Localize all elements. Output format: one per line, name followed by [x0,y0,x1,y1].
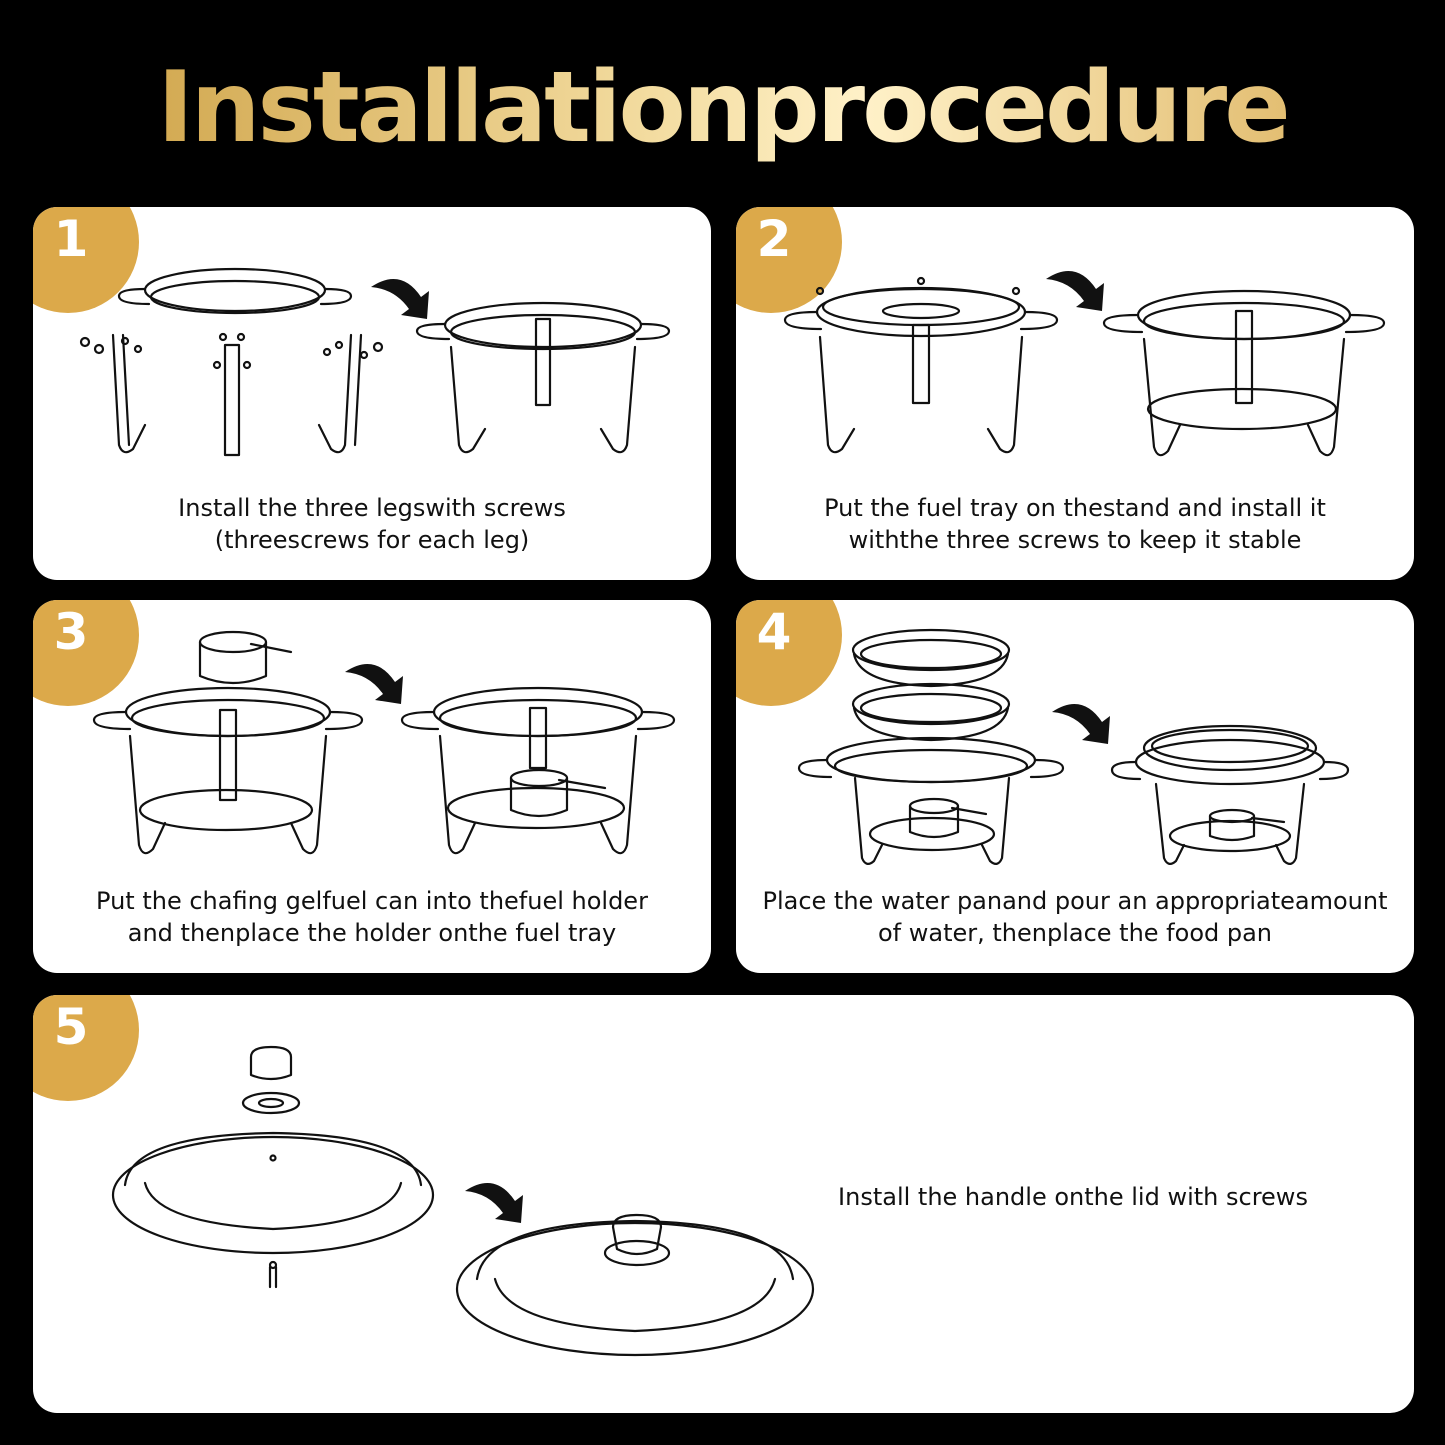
caption-line: of water, thenplace the food pan [877,919,1273,947]
step-number: 1 [53,210,89,268]
step-card-4: 4 Place the water panand pour an [736,600,1414,973]
step-5-illustration [111,1045,815,1357]
arrow-icon [1046,271,1104,311]
step-number: 2 [756,210,792,268]
step-3-caption: Put the chafing gelfuel can into thefuel… [33,885,711,949]
arrow-icon [371,279,429,319]
step-4-illustration [797,628,1350,865]
step-1-illustration [79,267,671,457]
step-2-illustration [783,271,1386,457]
step-1-caption: Install the three legswith screws (three… [33,492,711,556]
arrow-icon [465,1183,523,1223]
step-number: 4 [756,603,792,661]
caption-line: withthe three screws to keep it stable [848,526,1302,554]
step-badge-3: 3 [33,600,139,706]
step-card-5: 5 Install the handle onthe lid with scre… [33,995,1414,1413]
caption-line: and thenplace the holder onthe fuel tray [127,919,617,947]
caption-line: (threescrews for each leg) [214,526,530,554]
step-3-illustration [92,630,676,855]
step-badge-1: 1 [33,207,139,313]
caption-line: Install the handle onthe lid with screws [838,1183,1308,1211]
step-card-1: 1 Install the three legswith screws (thr… [33,207,711,580]
caption-line: Put the fuel tray on thestand and instal… [824,494,1326,522]
step-2-caption: Put the fuel tray on thestand and instal… [736,492,1414,556]
step-card-3: 3 Put the chafing gelfuel can into thefu… [33,600,711,973]
caption-line: Place the water panand pour an appropria… [762,887,1388,915]
step-card-2: 2 Put the fuel tray on thestand and inst… [736,207,1414,580]
step-5-caption: Install the handle onthe lid with screws [793,1181,1353,1213]
caption-line: Install the three legswith screws [178,494,566,522]
step-number: 3 [53,603,89,661]
step-number: 5 [53,998,89,1056]
step-4-caption: Place the water panand pour an appropria… [736,885,1414,949]
arrow-icon [1052,704,1110,744]
caption-line: Put the chafing gelfuel can into thefuel… [96,887,648,915]
arrow-icon [345,664,403,704]
page-title: Installationprocedure [0,48,1445,168]
